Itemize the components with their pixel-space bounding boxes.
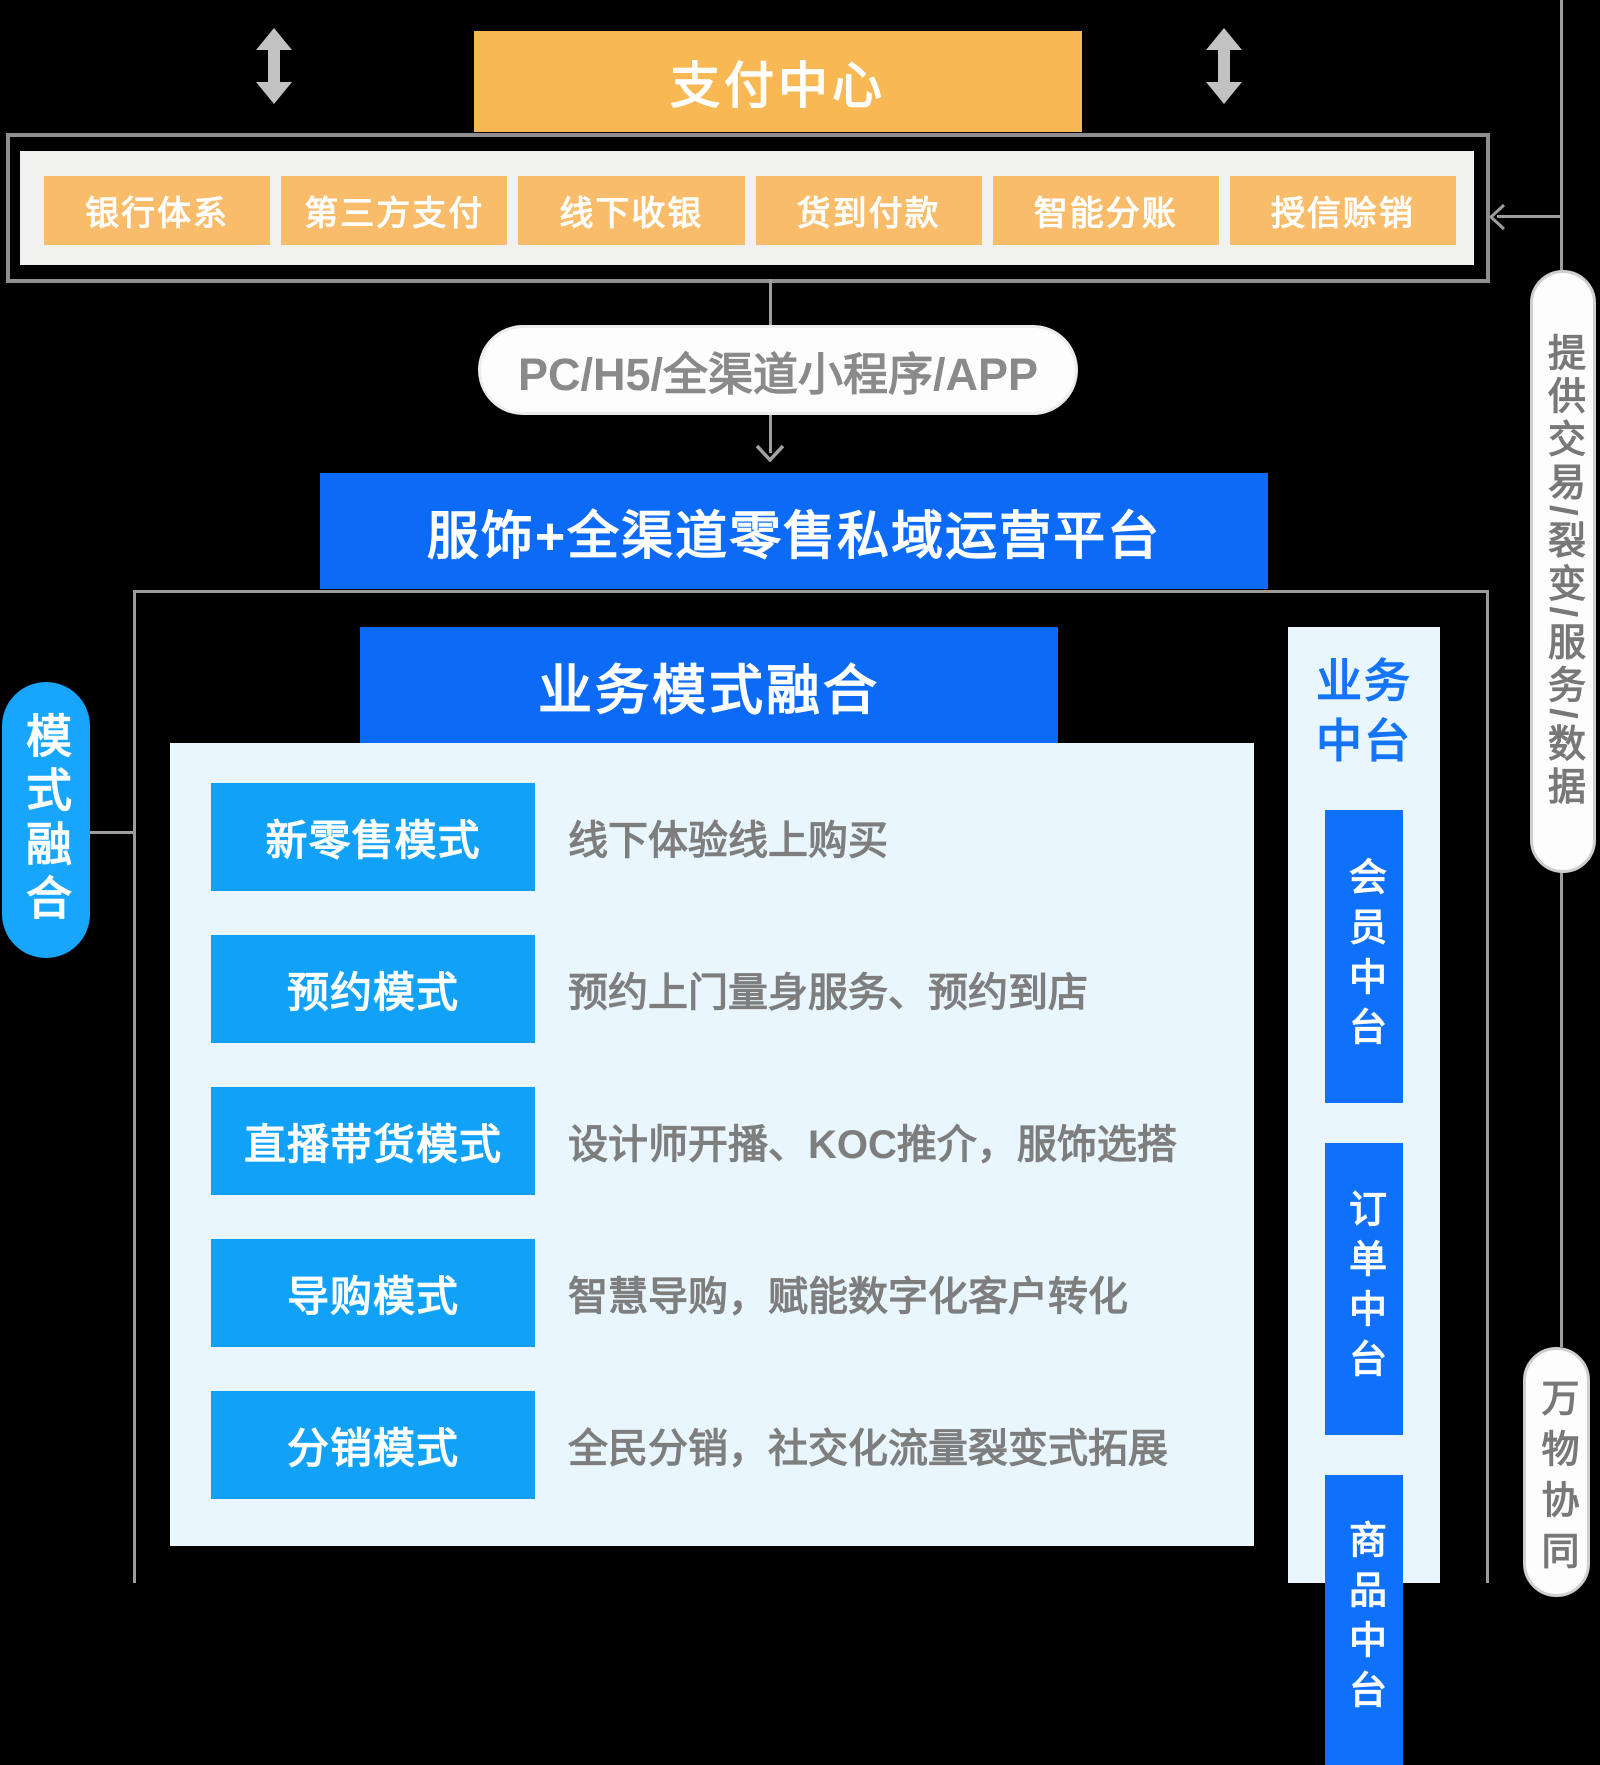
channel-pill-label: PC/H5/全渠道小程序/APP (517, 348, 1039, 400)
payment-method-label: 授信赊销 (1270, 195, 1415, 233)
middle-platform-chip-label: 订单中台 (1342, 1189, 1385, 1389)
middle-platform-chip: 会员中台 (1325, 810, 1403, 1103)
payment-method-chip: 智能分账 (992, 176, 1219, 245)
connector-line (1497, 215, 1563, 218)
middle-platform-title: 业务中台 (1316, 655, 1412, 767)
payment-method-chip: 银行体系 (44, 176, 271, 245)
mode-chip-label: 导购模式 (286, 1272, 459, 1320)
mode-desc-text: 预约上门量身服务、预约到店 (568, 971, 1088, 1015)
payment-method-chip: 线下收银 (518, 176, 745, 245)
mode-chip: 直播带货模式 (211, 1087, 535, 1195)
payment-method-chip: 第三方支付 (281, 176, 508, 245)
fusion-outer-box (133, 590, 1489, 1583)
connector-line (769, 415, 772, 453)
mode-desc: 线下体验线上购买 (568, 783, 1228, 891)
synergy-pill-label: 万物协同 (1535, 1378, 1577, 1582)
mode-desc-text: 设计师开播、KOC推介，服饰选搭 (568, 1123, 1177, 1167)
mode-desc: 全民分销，社交化流量裂变式拓展 (568, 1391, 1228, 1499)
payment-center-label: 支付中心 (670, 57, 886, 114)
mode-desc: 预约上门量身服务、预约到店 (568, 935, 1228, 1043)
provide-pill-label: 提供交易/裂变/服务/数据 (1541, 333, 1584, 810)
payment-methods-row: 银行体系 第三方支付 线下收银 货到付款 智能分账 授信赊销 (44, 176, 1457, 245)
mode-chip: 分销模式 (211, 1391, 535, 1499)
mode-chip: 新零售模式 (211, 783, 535, 891)
connector-line (769, 279, 772, 325)
double-arrow-icon (256, 28, 292, 104)
payment-center-box: 支付中心 (474, 31, 1082, 132)
connector-line (1560, 873, 1563, 1347)
payment-method-chip: 授信赊销 (1229, 176, 1457, 245)
connector-line (86, 831, 134, 834)
mode-desc-text: 线下体验线上购买 (568, 819, 888, 863)
middle-platform-chip: 商品中台 (1325, 1475, 1403, 1765)
fusion-pill-label: 模式融合 (20, 712, 72, 928)
platform-banner: 服饰+全渠道零售私域运营平台 (320, 473, 1268, 589)
middle-platform-chip-label: 商品中台 (1342, 1520, 1385, 1720)
fusion-header-label: 业务模式融合 (538, 660, 880, 721)
payment-method-label: 银行体系 (85, 195, 230, 233)
payment-method-chip: 货到付款 (755, 176, 982, 245)
middle-platform-chip-label: 会员中台 (1342, 856, 1385, 1057)
payment-method-label: 智能分账 (1033, 195, 1178, 233)
fusion-header: 业务模式融合 (360, 627, 1058, 743)
mode-chip-label: 直播带货模式 (243, 1120, 502, 1168)
left-arrow-icon (1488, 203, 1506, 231)
mode-desc-text: 智慧导购，赋能数字化客户转化 (568, 1275, 1128, 1319)
middle-platform-chip: 订单中台 (1325, 1143, 1403, 1435)
mode-desc-text: 全民分销，社交化流量裂变式拓展 (568, 1427, 1168, 1471)
mode-chip: 预约模式 (211, 935, 535, 1043)
payment-method-label: 货到付款 (796, 195, 941, 233)
mode-chip: 导购模式 (211, 1239, 535, 1347)
mode-desc: 设计师开播、KOC推介，服饰选搭 (568, 1087, 1228, 1195)
down-arrow-icon (755, 444, 785, 462)
mode-chip-label: 分销模式 (286, 1424, 459, 1472)
payment-method-label: 线下收银 (559, 195, 704, 233)
double-arrow-icon (1206, 28, 1242, 104)
provide-pill: 提供交易/裂变/服务/数据 (1530, 270, 1596, 873)
channel-pill: PC/H5/全渠道小程序/APP (478, 325, 1078, 415)
platform-banner-label: 服饰+全渠道零售私域运营平台 (426, 507, 1162, 566)
synergy-pill: 万物协同 (1523, 1347, 1590, 1597)
connector-line (1560, 0, 1563, 270)
mode-desc: 智慧导购，赋能数字化客户转化 (568, 1239, 1228, 1347)
mode-chip-label: 新零售模式 (265, 816, 481, 864)
fusion-pill: 模式融合 (2, 682, 90, 958)
payment-method-label: 第三方支付 (304, 195, 485, 233)
mode-chip-label: 预约模式 (286, 968, 459, 1016)
